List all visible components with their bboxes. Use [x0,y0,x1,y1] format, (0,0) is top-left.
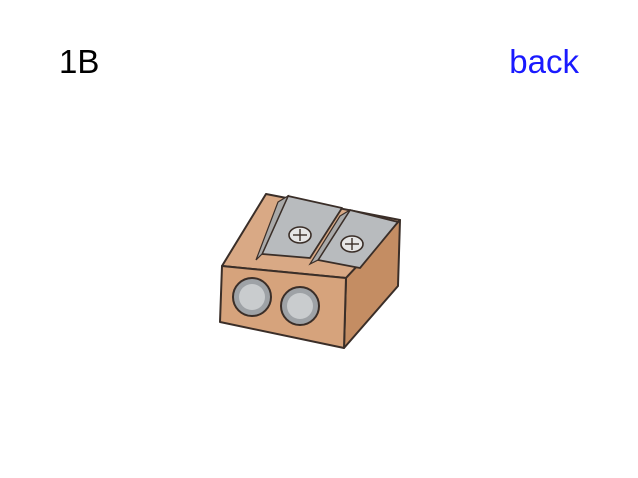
slide-title: 1B [59,43,100,80]
back-link[interactable]: back [509,43,579,80]
pencil-sharpener-icon [219,193,401,349]
